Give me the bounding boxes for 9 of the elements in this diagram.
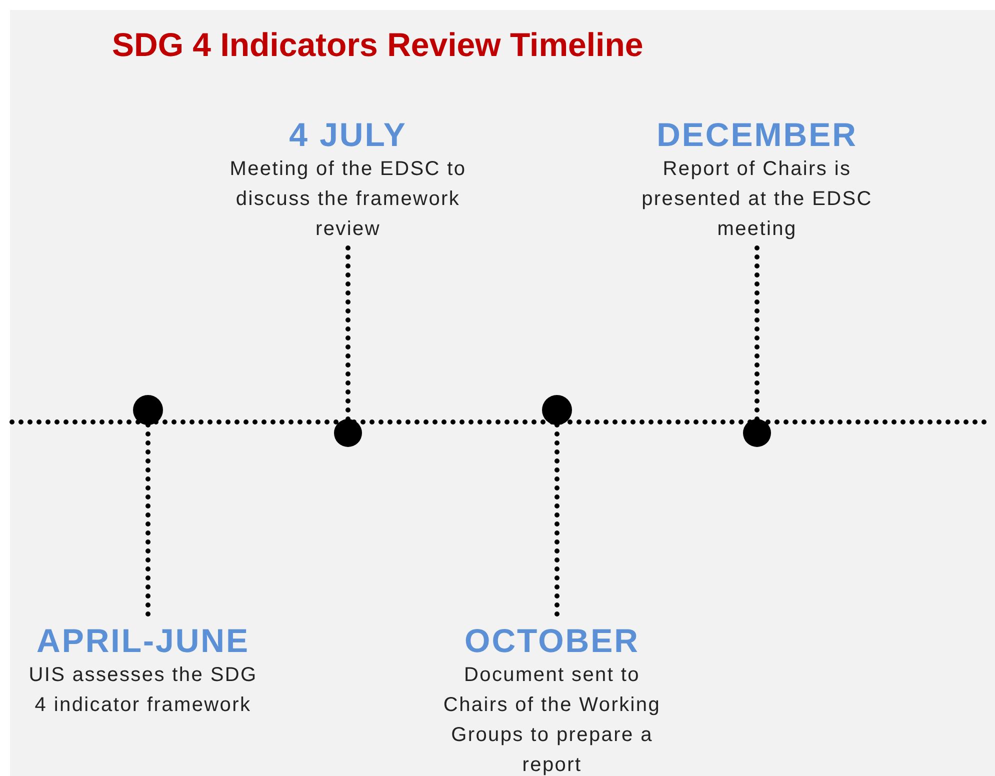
event-description: Report of Chairs is presented at the EDSC meeting xyxy=(640,157,874,242)
event-description: Document sent to Chairs of the Working Groups to prepare a report xyxy=(442,663,662,776)
event-description: UIS assesses the SDG 4 indicator framework xyxy=(28,663,258,718)
date-heading: 4 JULY xyxy=(288,116,408,154)
date-heading: DECEMBER xyxy=(656,116,858,154)
date-heading: APRIL-JUNE xyxy=(35,622,251,660)
title: SDG 4 Indicators Review Timeline xyxy=(112,26,644,64)
event-description: Meeting of the EDSC to discuss the framework review xyxy=(228,157,468,242)
date-heading: OCTOBER xyxy=(464,622,640,660)
